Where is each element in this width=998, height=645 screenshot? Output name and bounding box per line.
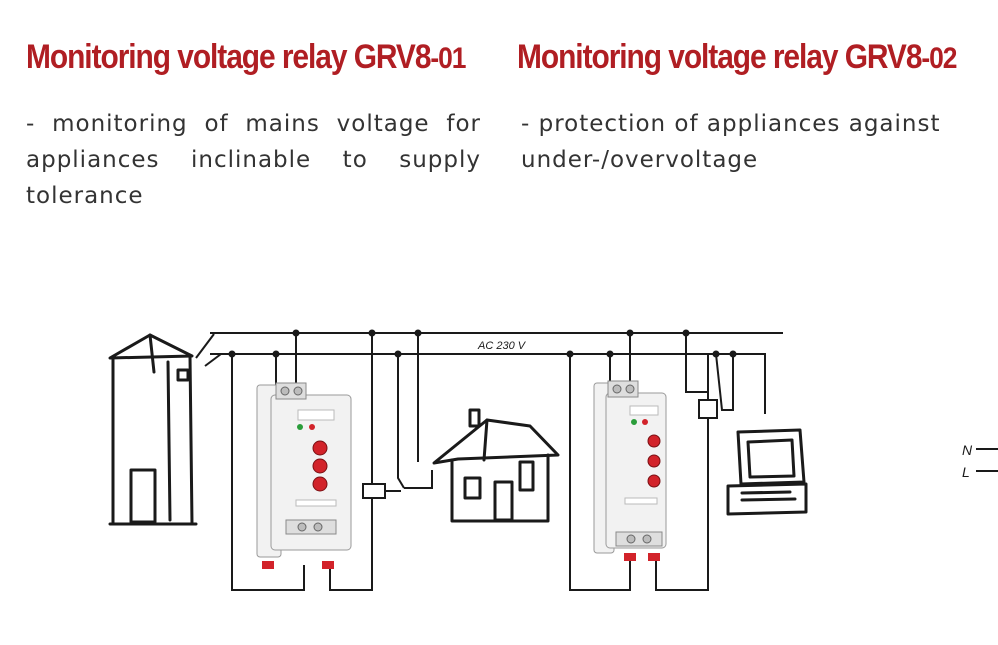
relay-device-grv8-01 (256, 382, 352, 569)
title-grv8-02: Monitoring voltage relay GRV8-02 (517, 38, 957, 77)
house-sketch (432, 408, 560, 523)
title-main: Monitoring voltage relay GRV8 (26, 38, 431, 76)
title-main: Monitoring voltage relay GRV8 (517, 38, 922, 76)
wiring-right (569, 333, 766, 591)
wiring-left (231, 333, 433, 591)
description-grv8-01: - monitoring of mains voltage for applia… (26, 111, 481, 209)
description-grv8-02: - protection of appliances against under… (521, 111, 941, 173)
title-suffix: -01 (430, 42, 466, 75)
relay-device-grv8-02 (593, 380, 667, 561)
computer-sketch (726, 428, 808, 516)
relay-coil-left (362, 483, 386, 499)
edge-label-l: L (962, 464, 970, 480)
relay-coil-right (698, 399, 718, 419)
supply-voltage-label: AC 230 V (477, 340, 527, 352)
title-grv8-01: Monitoring voltage relay GRV8-01 (26, 38, 466, 77)
edge-label-n: N (962, 442, 973, 458)
title-suffix: -02 (921, 42, 957, 75)
water-tower-sketch (108, 333, 198, 526)
